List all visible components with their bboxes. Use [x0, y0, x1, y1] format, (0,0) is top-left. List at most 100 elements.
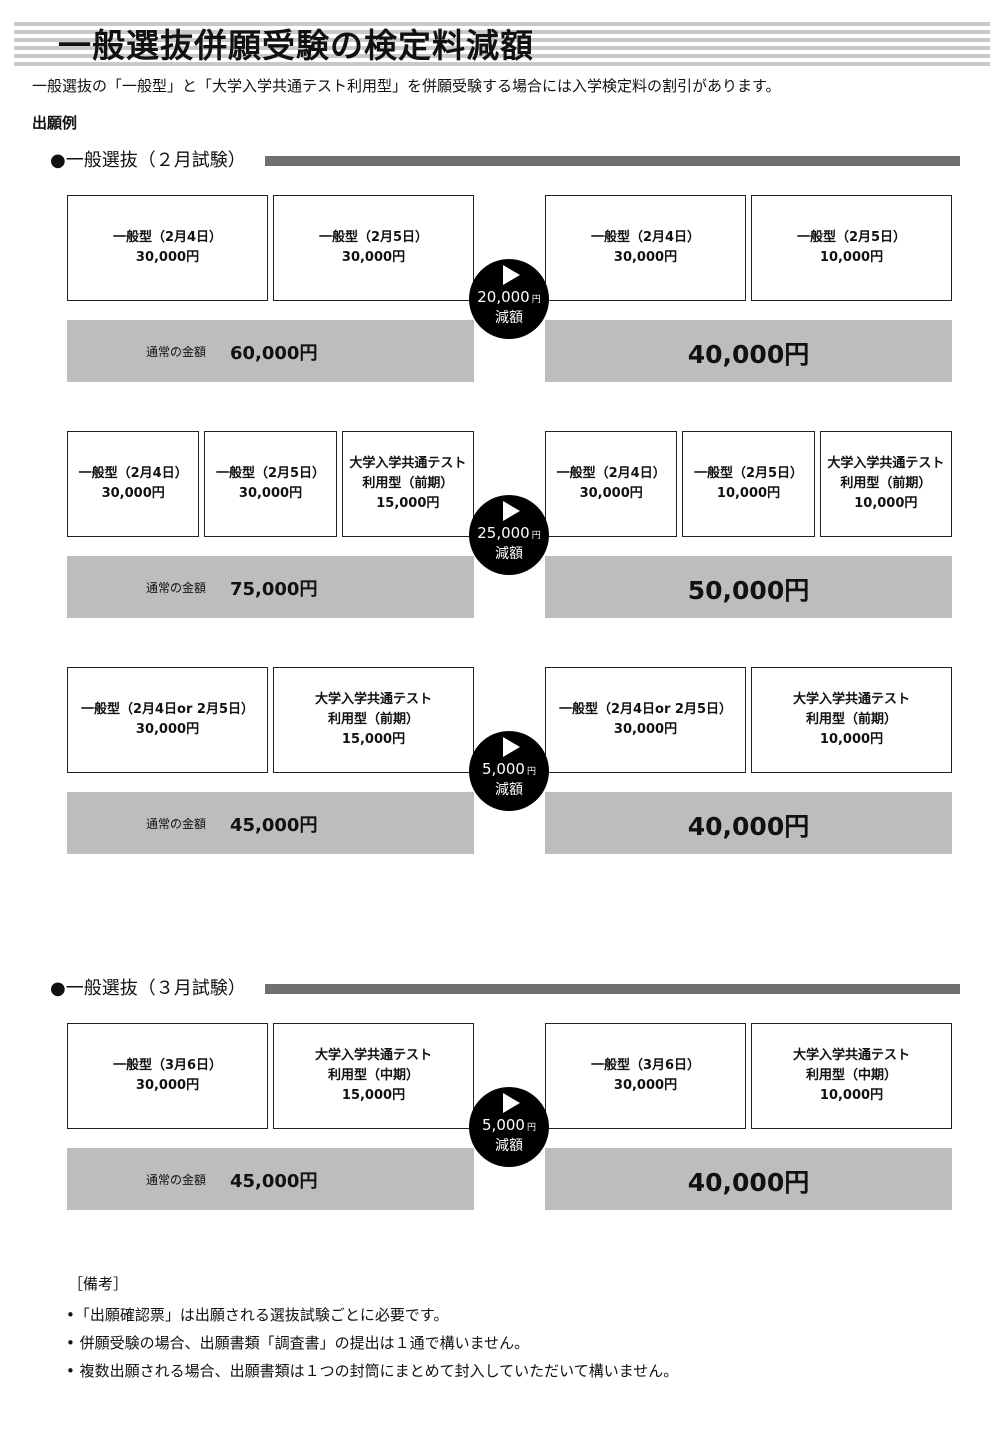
- normal-total-label: 通常の金額: [146, 1173, 207, 1187]
- fee-box: 一般型（3月6日）30,000円: [67, 1023, 268, 1129]
- fee-box: 一般型（2月4日or 2月5日） 30,000円: [67, 667, 268, 773]
- fee-box: 一般型（2月5日）10,000円: [751, 195, 952, 301]
- exam-type: 利用型（前期）: [805, 712, 897, 727]
- fee-amount: 15,000円: [341, 1088, 406, 1103]
- exam-type: 大学入学共通テスト: [792, 1048, 910, 1063]
- discount-label: 減額: [495, 782, 523, 798]
- normal-total-label: 通常の金額: [146, 817, 207, 831]
- note-item: •「出願確認票」は出願される選抜試験ごとに必要です。: [66, 1306, 449, 1324]
- note-item: • 併願受験の場合、出願書類「調査書」の提出は１通で構いません。: [66, 1334, 530, 1352]
- exam-type: 一般型（2月4日or 2月5日）: [558, 702, 733, 717]
- exam-type: 一般型（2月5日）: [796, 230, 907, 245]
- discount-label: 減額: [495, 310, 523, 326]
- fee-box: 一般型（2月5日） 30,000円: [273, 195, 474, 301]
- discount-amount: 20,000: [477, 288, 530, 306]
- exam-type: 一般型（2月5日）: [693, 466, 804, 481]
- fee-box: 大学入学共通テスト利用型（前期） 10,000円: [751, 667, 952, 773]
- discounted-total-amount: 40,000円: [687, 340, 810, 369]
- discount-label: 減額: [495, 1138, 523, 1154]
- discounted-total-bar: 50,000円: [545, 556, 952, 618]
- fee-box: 一般型（2月5日） 30,000円: [204, 431, 337, 537]
- exam-type: 利用型（前期）: [840, 476, 932, 491]
- fee-amount: 30,000円: [135, 722, 200, 737]
- fee-box: 一般型（2月4日）30,000円: [545, 431, 678, 537]
- exam-type: 利用型（中期）: [805, 1068, 897, 1083]
- fee-amount: 30,000円: [135, 1078, 200, 1093]
- discount-unit: 円: [531, 295, 541, 305]
- normal-total-label: 通常の金額: [146, 345, 207, 359]
- fee-amount: 15,000円: [376, 496, 440, 511]
- fee-amount: 10,000円: [854, 496, 918, 511]
- discount-label: 減額: [495, 546, 523, 562]
- fee-amount: 10,000円: [819, 732, 884, 747]
- normal-total-bar: 通常の金額 75,000円: [67, 556, 474, 618]
- fee-amount: 30,000円: [238, 486, 303, 501]
- exam-type: 一般型（3月6日）: [590, 1058, 701, 1073]
- discounted-total-bar: 40,000円: [545, 1148, 952, 1210]
- examples-subheading: 出願例: [32, 114, 78, 132]
- normal-total-bar: 通常の金額 45,000円: [67, 1148, 474, 1210]
- normal-total-amount: 60,000円: [230, 343, 318, 364]
- fee-box: 一般型（2月4日）30,000円: [545, 195, 746, 301]
- discounted-total-amount: 40,000円: [687, 812, 810, 841]
- exam-type: 大学入学共通テスト: [827, 456, 945, 471]
- normal-total-amount: 45,000円: [230, 1171, 318, 1192]
- fee-amount: 10,000円: [819, 1088, 884, 1103]
- exam-type: 一般型（2月4日or 2月5日）: [80, 702, 255, 717]
- discounted-total-amount: 50,000円: [687, 576, 810, 605]
- fee-amount: 30,000円: [613, 1078, 678, 1093]
- fee-amount: 30,000円: [135, 250, 200, 265]
- section-heading: ●一般選抜（２月試験）: [50, 150, 246, 171]
- discount-amount: 25,000: [477, 524, 530, 542]
- exam-type: 大学入学共通テスト: [792, 692, 910, 707]
- exam-type: 大学入学共通テスト: [314, 1048, 432, 1063]
- exam-type: 利用型（前期）: [362, 476, 454, 491]
- fee-box: 一般型（2月4日or 2月5日）30,000円: [545, 667, 746, 773]
- fee-amount: 30,000円: [101, 486, 165, 501]
- fee-amount: 30,000円: [613, 250, 678, 265]
- exam-type: 大学入学共通テスト: [349, 456, 467, 471]
- section-rule: [265, 156, 960, 166]
- normal-total-label: 通常の金額: [146, 581, 207, 595]
- exam-type: 一般型（2月4日）: [112, 230, 223, 245]
- discount-unit: 円: [526, 1123, 536, 1133]
- fee-box: 大学入学共通テスト利用型（前期）15,000円: [273, 667, 474, 773]
- discount-amount: 5,000: [482, 1116, 525, 1134]
- exam-type: 利用型（前期）: [327, 712, 419, 727]
- exam-type: 利用型（中期）: [327, 1068, 419, 1083]
- discount-unit: 円: [526, 767, 536, 777]
- fee-box: 一般型（2月4日） 30,000円: [67, 195, 268, 301]
- exam-type: 一般型（2月4日）: [78, 466, 188, 481]
- notes-title: ［備考］: [68, 1275, 129, 1293]
- discount-unit: 円: [531, 531, 541, 541]
- exam-type: 一般型（2月5日）: [318, 230, 429, 245]
- arrow-right-icon: [502, 501, 520, 521]
- discounted-total-bar: 40,000円: [545, 792, 952, 854]
- intro-text: 一般選抜の「一般型」と「大学入学共通テスト利用型」を併願受験する場合には入学検定…: [32, 77, 781, 95]
- fee-box: 一般型（2月4日） 30,000円: [67, 431, 200, 537]
- discounted-total-amount: 40,000円: [687, 1168, 810, 1197]
- discount-amount: 5,000: [482, 760, 525, 778]
- section-rule: [265, 984, 960, 994]
- fee-box: 大学入学共通テスト利用型（前期） 10,000円: [819, 431, 952, 537]
- exam-type: 一般型（2月5日）: [215, 466, 326, 481]
- title-banner: [14, 22, 990, 68]
- fee-amount: 15,000円: [341, 732, 406, 747]
- discounted-total-bar: 40,000円: [545, 320, 952, 382]
- fee-box: 大学入学共通テスト利用型（中期） 15,000円: [273, 1023, 474, 1129]
- fee-amount: 30,000円: [341, 250, 406, 265]
- note-item: • 複数出願される場合、出願書類は１つの封筒にまとめて封入していただいて構いませ…: [66, 1362, 679, 1380]
- fee-box: 一般型（3月6日） 30,000円: [545, 1023, 746, 1129]
- arrow-right-icon: [502, 265, 520, 285]
- arrow-right-icon: [502, 1093, 520, 1113]
- fee-amount: 30,000円: [579, 486, 643, 501]
- normal-total-amount: 75,000円: [230, 579, 318, 600]
